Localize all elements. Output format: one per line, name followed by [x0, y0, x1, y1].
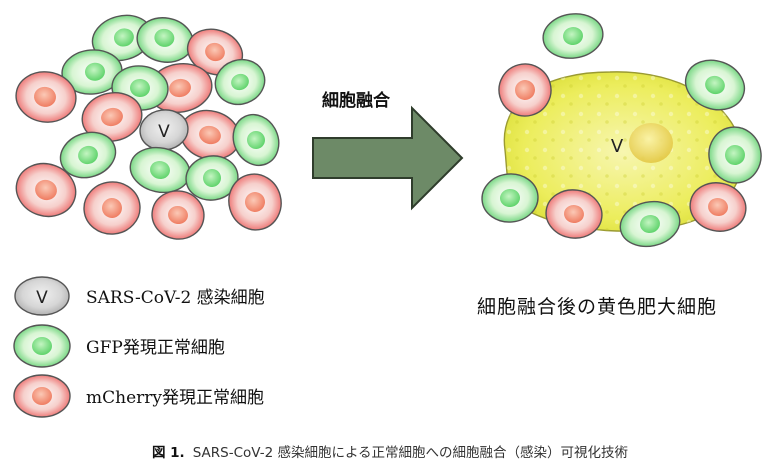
gfp-cell	[136, 17, 194, 63]
mcherry-cell	[81, 92, 143, 142]
mcherry-cell	[83, 181, 141, 235]
result-label: 細胞融合後の黄色肥大細胞	[477, 296, 718, 318]
virus-mark: V	[611, 136, 624, 157]
mcherry-cell	[228, 173, 282, 231]
mcherry-cell	[689, 182, 747, 232]
mcherry-cell	[15, 162, 77, 218]
gfp-cell	[684, 59, 746, 111]
cell-cluster-before: V	[15, 14, 282, 240]
legend-label-gfp: GFP発現正常細胞	[86, 338, 225, 358]
caption-text: SARS-CoV-2 感染細胞による正常細胞への細胞融合（感染）可視化技術	[192, 445, 629, 461]
cell-cluster-after: V	[481, 13, 762, 248]
gfp-cell	[481, 173, 539, 223]
mcherry-cell	[15, 71, 77, 123]
legend-label-mcherry: mCherry発現正常細胞	[86, 388, 264, 408]
gfp-cell	[59, 131, 117, 179]
gfp-cell	[232, 113, 280, 167]
mcherry-cell	[151, 190, 205, 240]
legend-icon-infected	[14, 276, 70, 316]
process-label: 細胞融合	[322, 91, 390, 111]
fusion-arrow	[312, 105, 464, 211]
gfp-cell	[542, 13, 604, 59]
mcherry-cell	[545, 189, 603, 239]
gfp-cell	[708, 126, 762, 184]
gfp-cell	[214, 58, 266, 106]
gfp-cell	[61, 49, 123, 95]
legend-virus-mark: V	[36, 288, 48, 308]
gfp-cell	[185, 155, 239, 201]
gfp-cell	[129, 146, 191, 194]
gfp-cell	[619, 200, 681, 248]
virus-mark: V	[158, 122, 170, 142]
figure-caption: 図 1. SARS-CoV-2 感染細胞による正常細胞への細胞融合（感染）可視化技…	[60, 441, 720, 461]
fused-nucleus	[629, 123, 673, 163]
figure-number: 図 1.	[151, 445, 185, 461]
legend-icon-gfp	[13, 324, 71, 368]
legend-icon-mcherry	[13, 374, 71, 418]
mcherry-cell	[498, 63, 552, 117]
legend-label-infected: SARS-CoV-2 感染細胞	[86, 288, 265, 308]
